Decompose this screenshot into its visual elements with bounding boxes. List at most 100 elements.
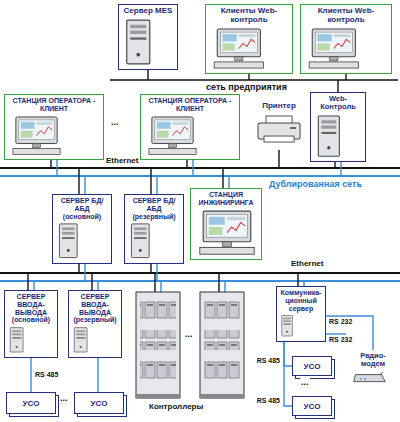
node-label: Коммуника- ционный сервер [277,287,325,312]
server-box: СЕРВЕР ВВОДА-ВЫВОДА (основной) [4,290,58,358]
node-label: СТАНЦИЯ ИНЖИНИРИНГА [191,189,261,207]
bus-drop [78,264,79,273]
server-icon [127,223,154,259]
rs232-stub [326,333,346,334]
io-module-box: УСО [6,392,56,414]
io-module-box: УСО [74,392,124,414]
bus-drop [27,273,28,290]
network-label: сеть предприятия [205,83,288,93]
radio-modem-box: Радио- модем [350,350,396,390]
network-label: RS 232 [328,336,353,344]
bus-drop [56,160,57,176]
network-label: Ethernet [105,157,139,166]
bus-drop [345,74,346,80]
node-label: УСО [21,398,42,409]
text-holder: СЕРВЕР ВВОДА-ВЫВОДА (резервный) [69,291,121,324]
ellipsis-mark: ... [184,330,194,340]
node-label: Сервер MES [119,5,177,16]
client-box: Клиенты Web-контроль [205,4,293,74]
link-label: RS 232 [328,318,353,326]
text-holder: СЕРВЕР БД/АБД (основной) [53,195,111,220]
bus-drop [156,176,157,194]
bus-drop [192,160,193,176]
text-holder: СЕРВЕР БД/АБД (резервный) [125,195,183,220]
network-label: Дублированная сеть [268,180,363,190]
text-holder: Клиенты Web-контроль [301,5,391,25]
bus-drop [334,162,335,168]
node-label: УСО [89,398,110,409]
modem-icon [352,372,387,384]
network-label: Ethernet [290,260,324,269]
bus-drop [340,162,341,176]
node-label: Принтер [252,100,306,111]
node-label: Web-Контроль [311,93,365,112]
server-box: СЕРВЕР БД/АБД (основной) [52,194,112,264]
printer-icon [254,114,304,144]
comm-server-box: Коммуника- ционный сервер [276,286,326,342]
node-label: СТАНЦИЯ ОПЕРАТОРА - КЛИЕНТ [5,95,103,113]
text-holder: Клиенты Web-контроль [206,5,292,25]
text-holder: СЕРВЕР ВВОДА-ВЫВОДА (основной) [5,291,57,324]
node-label: СЕРВЕР ВВОДА-ВЫВОДА (основной) [5,291,57,324]
node-label: СЕРВЕР БД/АБД (резервный) [125,195,183,220]
bus-drop [248,74,249,80]
redundant-bus [0,280,400,282]
node-label: УСО [302,401,323,412]
io-module-box: УСО [292,356,332,376]
server-box: СЕРВЕР БД/АБД (резервный) [124,194,184,264]
text-holder: УСО [302,401,323,412]
ellipsis-mark: ... [59,394,69,404]
controller-rack [136,273,180,398]
bus-drop [186,160,187,168]
server-box: Сервер MES [118,4,178,70]
text-holder: СТАНЦИЯ ОПЕРАТОРА - КЛИЕНТ [141,95,239,113]
node-label: Клиенты Web-контроль [206,5,292,25]
station-box: СТАНЦИЯ ИНЖИНИРИНГА [190,188,262,260]
text-holder: Принтер [252,100,306,111]
node-label: Радио- модем [350,350,396,369]
text-holder: СТАНЦИЯ ОПЕРАТОРА - КЛИЕНТ [5,95,103,113]
text-holder: Web-Контроль [311,93,365,112]
serial-link [284,342,292,366]
bus-drop [228,176,229,188]
text-holder: Радио- модем [350,350,396,369]
node-label: УСО [302,361,323,372]
serial-link [30,358,31,392]
station-box: СТАНЦИЯ ОПЕРАТОРА - КЛИЕНТ [4,94,104,160]
text-holder: УСО [21,398,42,409]
link-label: RS 485 [34,371,59,379]
server-icon [71,327,90,353]
serial-link [326,316,373,350]
station-box: СТАНЦИЯ ОПЕРАТОРА - КЛИЕНТ [140,94,240,160]
bus-drop [91,273,92,290]
node-label: СЕРВЕР БД/АБД (основной) [53,195,111,220]
serial-link [284,342,292,406]
bus-drop [222,168,223,188]
printer-box: Принтер [252,100,306,150]
bus-drop [150,264,151,273]
bus-drop [84,264,85,281]
node-label: СЕРВЕР ВВОДА-ВЫВОДА (резервный) [69,291,121,324]
redundant-bus [0,175,400,177]
node-label: СТАНЦИЯ ОПЕРАТОРА - КЛИЕНТ [141,95,239,113]
text-holder: СТАНЦИЯ ИНЖИНИРИНГА [191,189,261,207]
io-module-box: УСО [292,396,332,416]
bus-drop [337,80,338,92]
client-box: Клиенты Web-контроль [300,4,392,74]
ellipsis-mark: ... [110,118,120,128]
text-holder: Сервер MES [119,5,177,16]
link-label: RS 485 [256,397,281,405]
bus-drop [150,168,151,194]
workstation-icon [7,116,66,155]
web-server-box: Web-Контроль [310,92,366,162]
bus-drop [50,160,51,168]
text-holder: УСО [302,361,323,372]
bus-drop [97,281,98,290]
node-label: Клиенты Web-контроль [301,5,391,25]
server-box: СЕРВЕР ВВОДА-ВЫВОДА (резервный) [68,290,122,358]
bus-drop [84,176,85,194]
text-holder: УСО [89,398,110,409]
server-icon [121,19,156,65]
bus-drop [33,281,34,290]
